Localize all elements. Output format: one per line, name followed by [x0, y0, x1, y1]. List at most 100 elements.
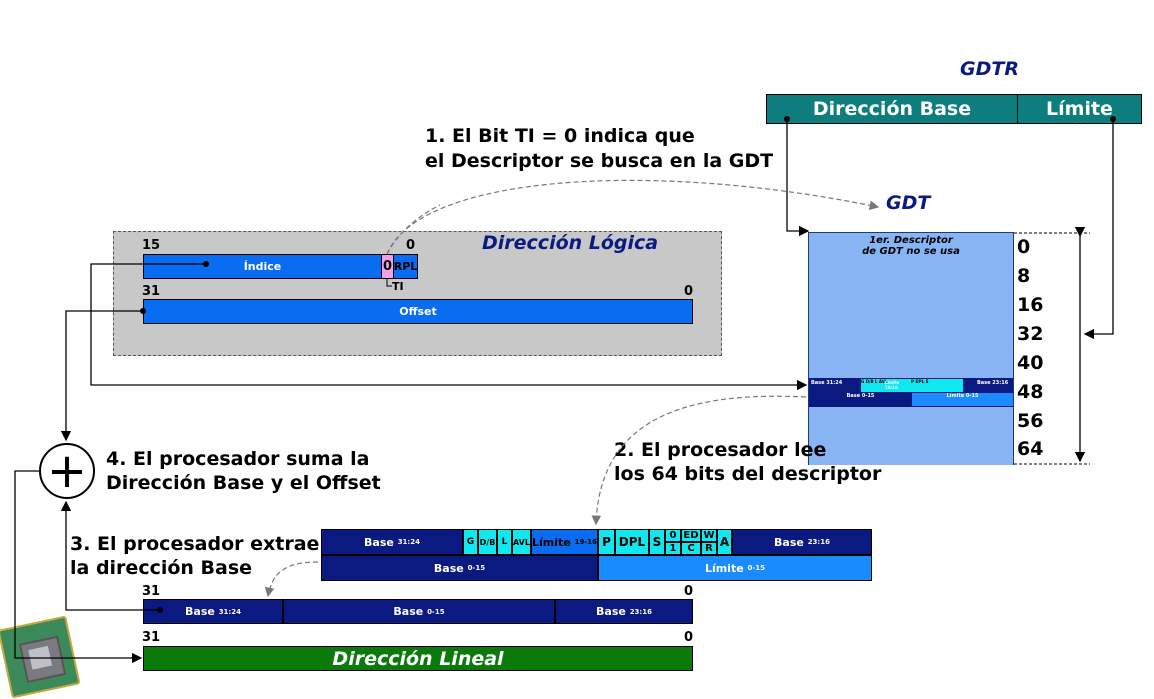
desc-w: W [701, 529, 717, 542]
desc-base015: Base 0-15 [321, 555, 598, 581]
desc-base2316: Base 23:16 [732, 529, 872, 555]
step3-line1: 3. El procesador extrae [70, 533, 320, 555]
mini-l: L [874, 379, 878, 384]
gdt-entry-1 [809, 262, 1013, 292]
linear-address-field: Dirección Lineal [143, 646, 693, 671]
gdt-title: GDT [886, 192, 931, 214]
linear-bit31: 31 [142, 630, 161, 645]
cpu-chip-icon [0, 615, 81, 699]
mini-limit015: Límite 0-15 [912, 393, 1013, 406]
mini-s: S [925, 379, 929, 384]
desc-limit1916-bits: 19-16 [574, 538, 597, 546]
desc-type-1: 1 [665, 542, 681, 555]
desc-limit015-label: Límite [704, 561, 744, 575]
desc-dpl: DPL [615, 529, 649, 555]
base-reg-bit31: 31 [142, 584, 161, 599]
gdt-offset-0: 0 [1017, 236, 1031, 258]
desc-s: S [649, 529, 665, 555]
gdt-offset-32: 32 [1017, 323, 1044, 345]
mini-p: P [911, 379, 914, 384]
selector-bit15: 15 [142, 238, 161, 253]
base-register: Base 31:24 Base 0-15 Base 23:16 [143, 599, 693, 624]
base-reg-3124: Base 31:24 [143, 599, 283, 624]
gdtr-limit-field: Límite [1046, 98, 1113, 120]
mini-limit1916: Límite 19:16 [885, 380, 900, 390]
step4-line1: 4. El procesador suma la [106, 448, 370, 470]
desc-limit015-bits: 0-15 [747, 564, 766, 572]
descriptor: Base 31:24 G D/B L AVL Límite 19-16 P DP… [321, 529, 872, 581]
desc-limit015: Límite 0-15 [598, 555, 872, 581]
desc-base2316-label: Base [774, 535, 804, 549]
desc-avl: AVL [512, 529, 531, 555]
offset-bit0: 0 [684, 284, 694, 299]
step4-line2: Dirección Base y el Offset [106, 472, 381, 494]
gdt-table: 1er. Descriptor de GDT no se usa Base 31… [808, 232, 1014, 465]
desc-base3124: Base 31:24 [321, 529, 463, 555]
gdt-entry-5: Base 31:24 G D/B L AVL Límite 19:16 P DP… [809, 378, 1013, 408]
mini-avl: AVL [878, 379, 888, 384]
base-reg-bit0: 0 [684, 584, 694, 599]
mini-flags: G D/B L AVL [861, 379, 911, 392]
desc-base3124-label: Base [364, 535, 394, 549]
plus-icon: + [46, 443, 88, 499]
ti-label: TI [392, 280, 404, 293]
step1-line2: el Descriptor se busca en la GDT [425, 150, 774, 172]
gdt-entry-2 [809, 291, 1013, 321]
step2-line1: 2. El procesador lee [614, 439, 827, 461]
linear-bit0: 0 [684, 630, 694, 645]
mini-g: G [861, 379, 865, 384]
gdt-entry-7 [809, 436, 1013, 465]
gdt-entry-3 [809, 320, 1013, 350]
desc-a: A [717, 529, 732, 555]
gdt-offset-8: 8 [1017, 265, 1031, 287]
adder-circle: + [39, 443, 95, 499]
gdt-offset-64: 64 [1017, 438, 1044, 460]
base-reg-3124-bits: 31:24 [218, 607, 241, 616]
desc-base3124-bits: 31:24 [397, 538, 420, 546]
mini-base3124: Base 31:24 [811, 380, 843, 386]
mini-access: P DPL S [911, 379, 963, 392]
selector-index-field: Índice [143, 254, 382, 279]
base-reg-015-bits: 0-15 [427, 607, 445, 616]
selector-bit0: 0 [406, 238, 416, 253]
base-reg-2316: Base 23:16 [555, 599, 693, 624]
gdt-offset-48: 48 [1017, 381, 1044, 403]
mini-dpl: DPL [915, 379, 925, 384]
desc-base015-label: Base [433, 561, 464, 575]
selector-rpl-field: RPL [393, 254, 418, 279]
step2-line2: los 64 bits del descriptor [614, 463, 882, 485]
base-reg-015: Base 0-15 [283, 599, 555, 624]
desc-l: L [497, 529, 512, 555]
desc-type-0: 0 [665, 529, 681, 542]
gdt-mini-descriptor: Base 31:24 G D/B L AVL Límite 19:16 P DP… [809, 378, 1013, 407]
mini-db: D/B [865, 379, 874, 384]
gdt-offset-40: 40 [1017, 352, 1044, 374]
base-reg-015-label: Base [393, 605, 424, 618]
desc-ed: ED [681, 529, 701, 542]
base-reg-2316-label: Base [596, 605, 626, 618]
gdt-entry-0-line2: de GDT no se usa [862, 246, 960, 257]
offset-field: Offset [143, 299, 693, 324]
step3-line2: la dirección Base [70, 557, 253, 579]
desc-limit1916: Límite 19-16 [531, 529, 598, 555]
gdt-entry-4 [809, 349, 1013, 379]
desc-limit1916-label: Límite [532, 535, 571, 549]
base-reg-2316-bits: 23:16 [629, 607, 652, 616]
offset-bit31: 31 [142, 284, 161, 299]
desc-p: P [598, 529, 615, 555]
gdt-offset-16: 16 [1017, 294, 1044, 316]
gdtr-base-field: Dirección Base [767, 95, 1018, 123]
gdt-entry-0: 1er. Descriptor de GDT no se usa [809, 233, 1013, 263]
gdt-entry-6 [809, 407, 1013, 437]
desc-r: R [701, 542, 717, 555]
desc-base015-bits: 0-15 [467, 564, 486, 572]
desc-base2316-bits: 23:16 [807, 538, 830, 546]
desc-g: G [463, 529, 478, 555]
gdtr-register: Dirección Base Límite [766, 94, 1142, 124]
desc-db: D/B [478, 529, 497, 555]
gdtr-title: GDTR [960, 58, 1019, 80]
gdt-offset-56: 56 [1017, 410, 1044, 432]
logical-address-title: Dirección Lógica [482, 232, 659, 254]
desc-c: C [681, 542, 701, 555]
base-reg-3124-label: Base [185, 605, 215, 618]
